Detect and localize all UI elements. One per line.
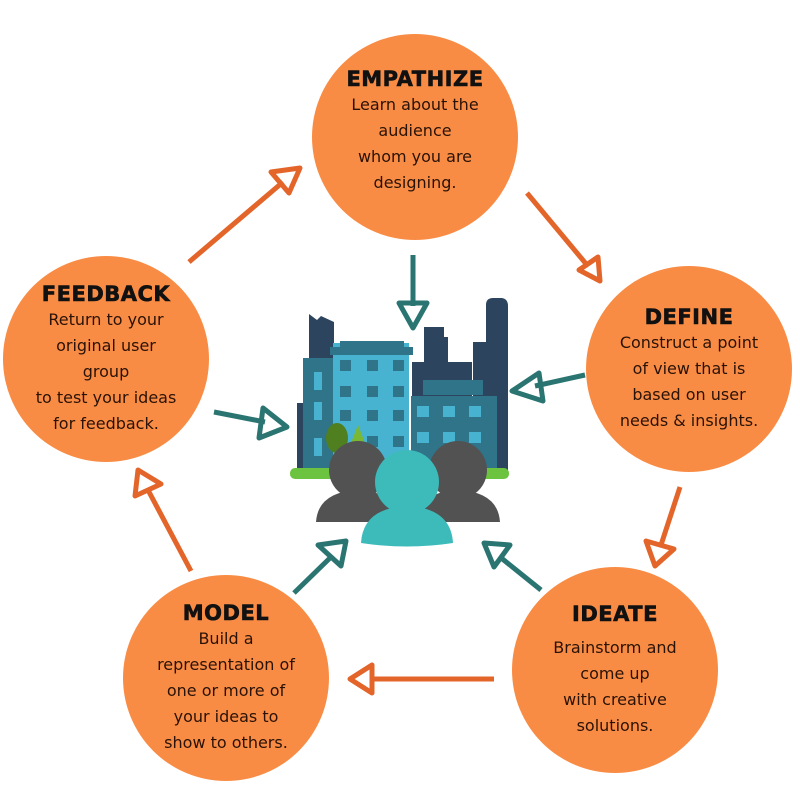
stage-title: MODEL — [182, 601, 270, 626]
user-group-icon — [316, 441, 500, 547]
flow-arrow-empathize-to-define — [525, 191, 603, 284]
stage-title: FEEDBACK — [41, 282, 171, 307]
flow-arrow-model-to-feedback — [132, 467, 194, 573]
stage-description: Build a representation of one or more of… — [157, 629, 295, 752]
stage-feedback: FEEDBACK Return to your original user gr… — [3, 256, 209, 462]
inward-arrow-ideate — [481, 540, 543, 592]
inward-arrow-empathize — [396, 255, 430, 331]
stage-description: Return to your original user group to te… — [35, 310, 177, 433]
stage-empathize: EMPATHIZE Learn about the audience whom … — [312, 34, 518, 240]
stage-ideate: IDEATE Brainstorm and come up with creat… — [512, 567, 718, 773]
flow-arrow-ideate-to-model — [347, 662, 494, 696]
inward-arrow-model — [292, 538, 349, 595]
stage-title: EMPATHIZE — [346, 67, 484, 92]
flow-arrow-feedback-to-empathize — [187, 165, 303, 264]
inward-arrow-define — [509, 370, 586, 404]
stage-title: DEFINE — [644, 305, 734, 330]
stage-title: IDEATE — [572, 602, 658, 627]
city-buildings-icon — [290, 298, 509, 479]
stage-description: Brainstorm and come up with creative sol… — [553, 638, 677, 735]
inward-arrow-feedback — [213, 405, 290, 441]
flow-arrow-define-to-ideate — [643, 486, 683, 569]
stage-model: MODEL Build a representation of one or m… — [123, 575, 329, 781]
stage-description: Learn about the audience whom you are de… — [351, 95, 479, 192]
stage-define: DEFINE Construct a point of view that is… — [586, 266, 792, 472]
stage-description: Construct a point of view that is based … — [619, 333, 759, 430]
